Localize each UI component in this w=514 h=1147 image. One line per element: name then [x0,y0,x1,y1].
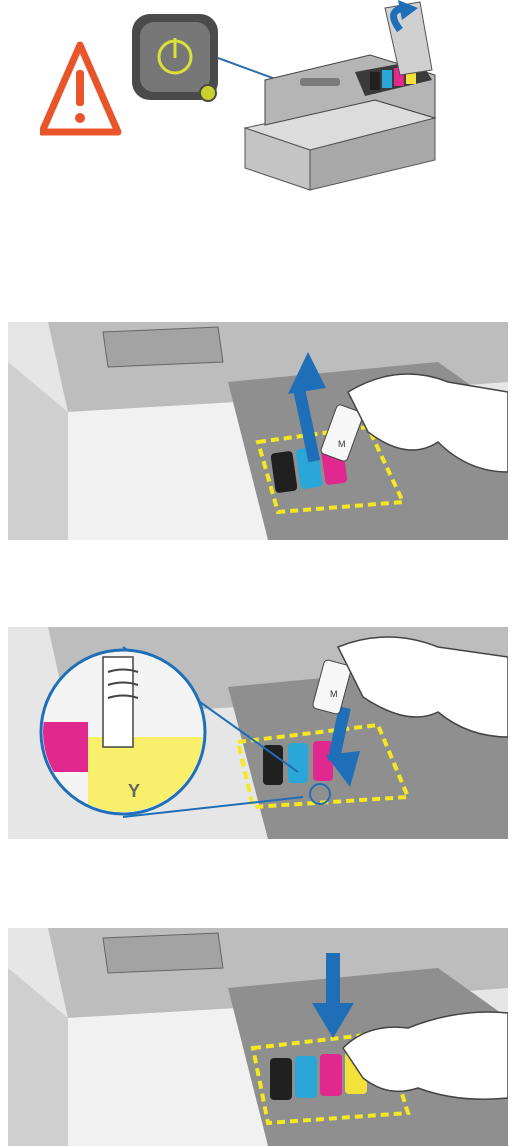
printer-open-lid [245,0,435,190]
step-3-illustration: Y M [8,627,508,839]
step-2-illustration: M [8,322,508,540]
cartridge-label: M [338,439,346,449]
warning-icon [42,45,118,132]
power-button-icon [132,14,218,101]
cartridge-label: M [330,689,338,699]
step-4-illustration [8,928,508,1146]
slot-label: Y [128,781,140,801]
step-1-illustration [40,0,450,200]
